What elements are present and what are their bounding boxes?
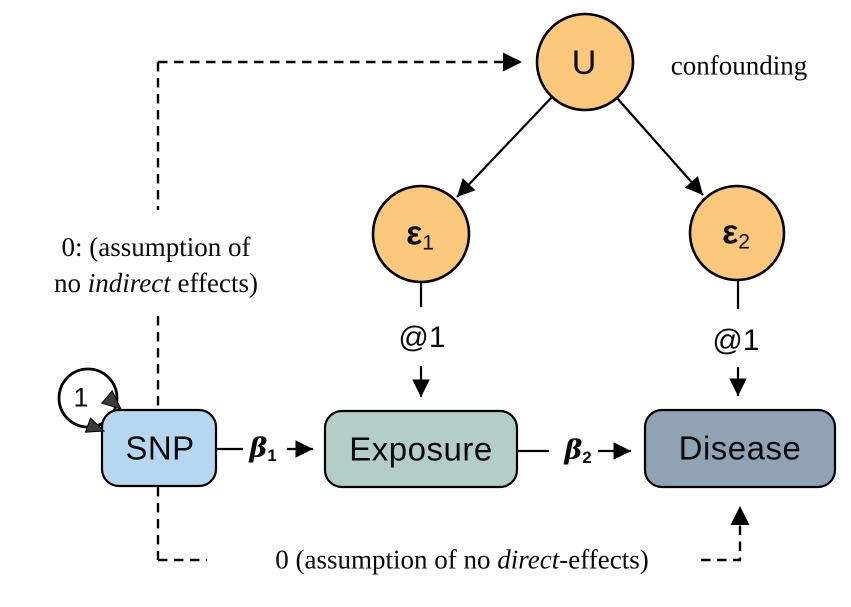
- eps1-circle: [371, 184, 471, 284]
- self-loop-value-label: 1: [73, 382, 89, 413]
- beta2-symbol: β: [564, 435, 583, 467]
- loading-disease-label: @1: [712, 324, 760, 357]
- no-indirect-line1: 0: (assumption of: [61, 232, 251, 262]
- loading-exposure-label: @1: [398, 321, 446, 354]
- no-indirect-annotation: 0: (assumption of no indirect effects): [54, 229, 258, 301]
- beta1-label: β1: [249, 435, 276, 465]
- self-loop-arrowhead-left: [84, 417, 106, 433]
- eps1-symbol: ε: [406, 214, 423, 253]
- u-node-label: U: [571, 44, 597, 82]
- exposure-box: [323, 409, 519, 489]
- no-direct-annotation: 0 (assumption of no direct-effects): [275, 544, 649, 575]
- eps2-circle: [688, 184, 786, 282]
- no-indirect-line2: no indirect effects): [54, 268, 258, 298]
- exposure-box-label: Exposure: [349, 430, 493, 468]
- eps2-symbol: ε: [722, 213, 739, 252]
- u-circle: [535, 12, 635, 112]
- arrow-u-to-eps2: [616, 97, 704, 196]
- beta1-symbol: β: [249, 433, 268, 465]
- self-loop-arrowhead-top: [100, 389, 122, 410]
- beta2-label: β2: [564, 437, 591, 467]
- eps1-subscript: 1: [422, 231, 434, 255]
- snp-box-label: SNP: [125, 429, 195, 467]
- confounding-annotation: confounding: [670, 50, 808, 81]
- eps1-node-label: ε1: [406, 217, 434, 254]
- disease-box: [643, 408, 837, 489]
- eps2-node-label: ε2: [722, 216, 750, 253]
- arrow-u-to-eps1: [456, 96, 553, 198]
- snp-box: [100, 408, 218, 488]
- beta2-subscript: 2: [582, 448, 592, 468]
- eps2-subscript: 2: [738, 230, 750, 254]
- beta1-subscript: 1: [267, 446, 277, 466]
- disease-box-label: Disease: [678, 429, 802, 467]
- dashed-arrow-to-disease: [701, 506, 750, 562]
